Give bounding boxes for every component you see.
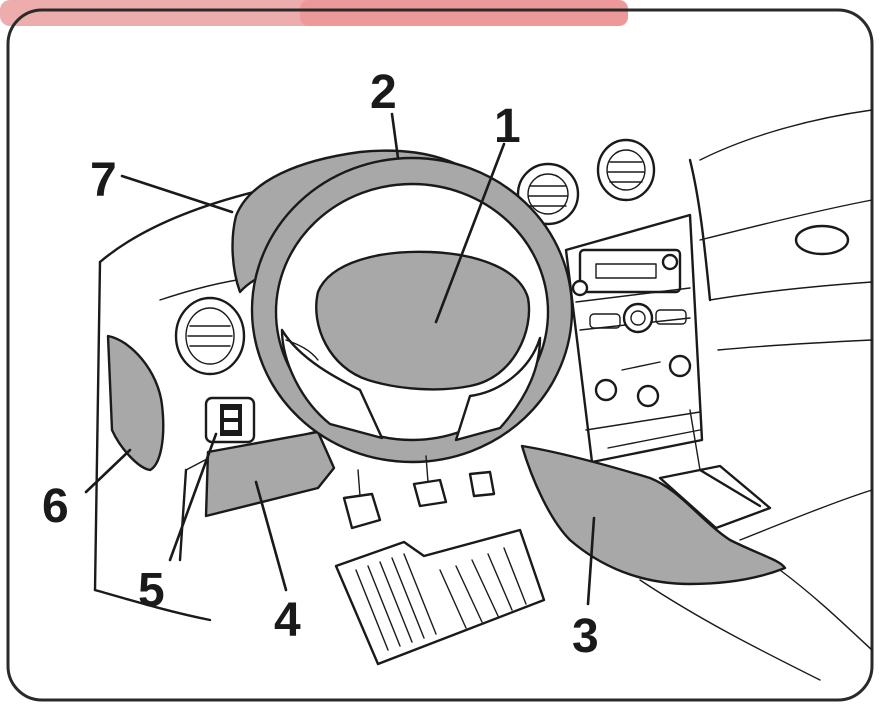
callout-2: 2 bbox=[370, 66, 397, 119]
center-console bbox=[566, 215, 702, 462]
callout-1: 1 bbox=[494, 100, 521, 153]
callout-5: 5 bbox=[138, 564, 165, 617]
item-6-side-panel bbox=[108, 336, 163, 470]
left-air-vent bbox=[176, 298, 244, 374]
right-dashboard bbox=[690, 110, 872, 350]
callout-4: 4 bbox=[274, 594, 301, 647]
center-air-vents bbox=[518, 140, 654, 224]
callout-6: 6 bbox=[42, 480, 69, 533]
item-4-lower-panel bbox=[206, 432, 334, 516]
pedals bbox=[344, 456, 494, 528]
top-banner bbox=[0, 0, 628, 26]
callout-3: 3 bbox=[572, 610, 599, 663]
floor-mat bbox=[336, 530, 544, 664]
item-5-switch-panel bbox=[206, 398, 254, 442]
callout-7: 7 bbox=[90, 154, 117, 207]
item-1-airbag-hub bbox=[316, 252, 529, 390]
